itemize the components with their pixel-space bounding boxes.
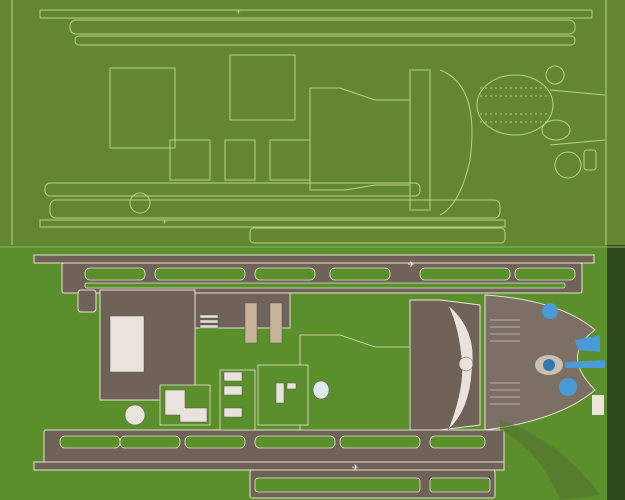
tree-line <box>607 245 625 500</box>
landside-outline <box>476 74 554 136</box>
water-features <box>535 303 605 396</box>
west-pier-outline <box>409 69 431 211</box>
cargo-apron-outline <box>109 67 176 149</box>
support-building <box>164 389 208 423</box>
svg-text:✈: ✈ <box>236 9 241 16</box>
svg-text:✈: ✈ <box>408 260 415 269</box>
south-runway-outline <box>39 219 506 228</box>
rendered-plan: ✈ ✈ ✈ ✈ <box>0 9 625 500</box>
south-taxiway-outline <box>49 199 501 219</box>
cargo-terminal-building <box>109 315 145 373</box>
aircraft-icons: ✈ ✈ ✈ ✈ <box>162 9 415 472</box>
maintenance-apron-outline <box>229 54 296 121</box>
central-grass-field <box>299 334 411 431</box>
control-tower <box>312 380 330 400</box>
terminal-arc-outline <box>439 69 473 216</box>
terminal-hub <box>458 356 474 372</box>
hangar-block <box>244 302 258 344</box>
north-runway-outline <box>39 9 593 19</box>
parking-structure-outline <box>583 149 597 171</box>
north-runway <box>33 254 595 264</box>
terminal-roof <box>447 304 474 431</box>
linework-plan <box>0 0 625 245</box>
hangar-block <box>269 302 283 344</box>
parallel-taxiway-outline <box>69 19 576 35</box>
svg-text:✈: ✈ <box>352 463 359 472</box>
fire-station-circle <box>124 404 146 426</box>
svg-text:✈: ✈ <box>162 219 167 226</box>
south-runway <box>33 461 505 471</box>
parking-garage <box>592 395 604 415</box>
